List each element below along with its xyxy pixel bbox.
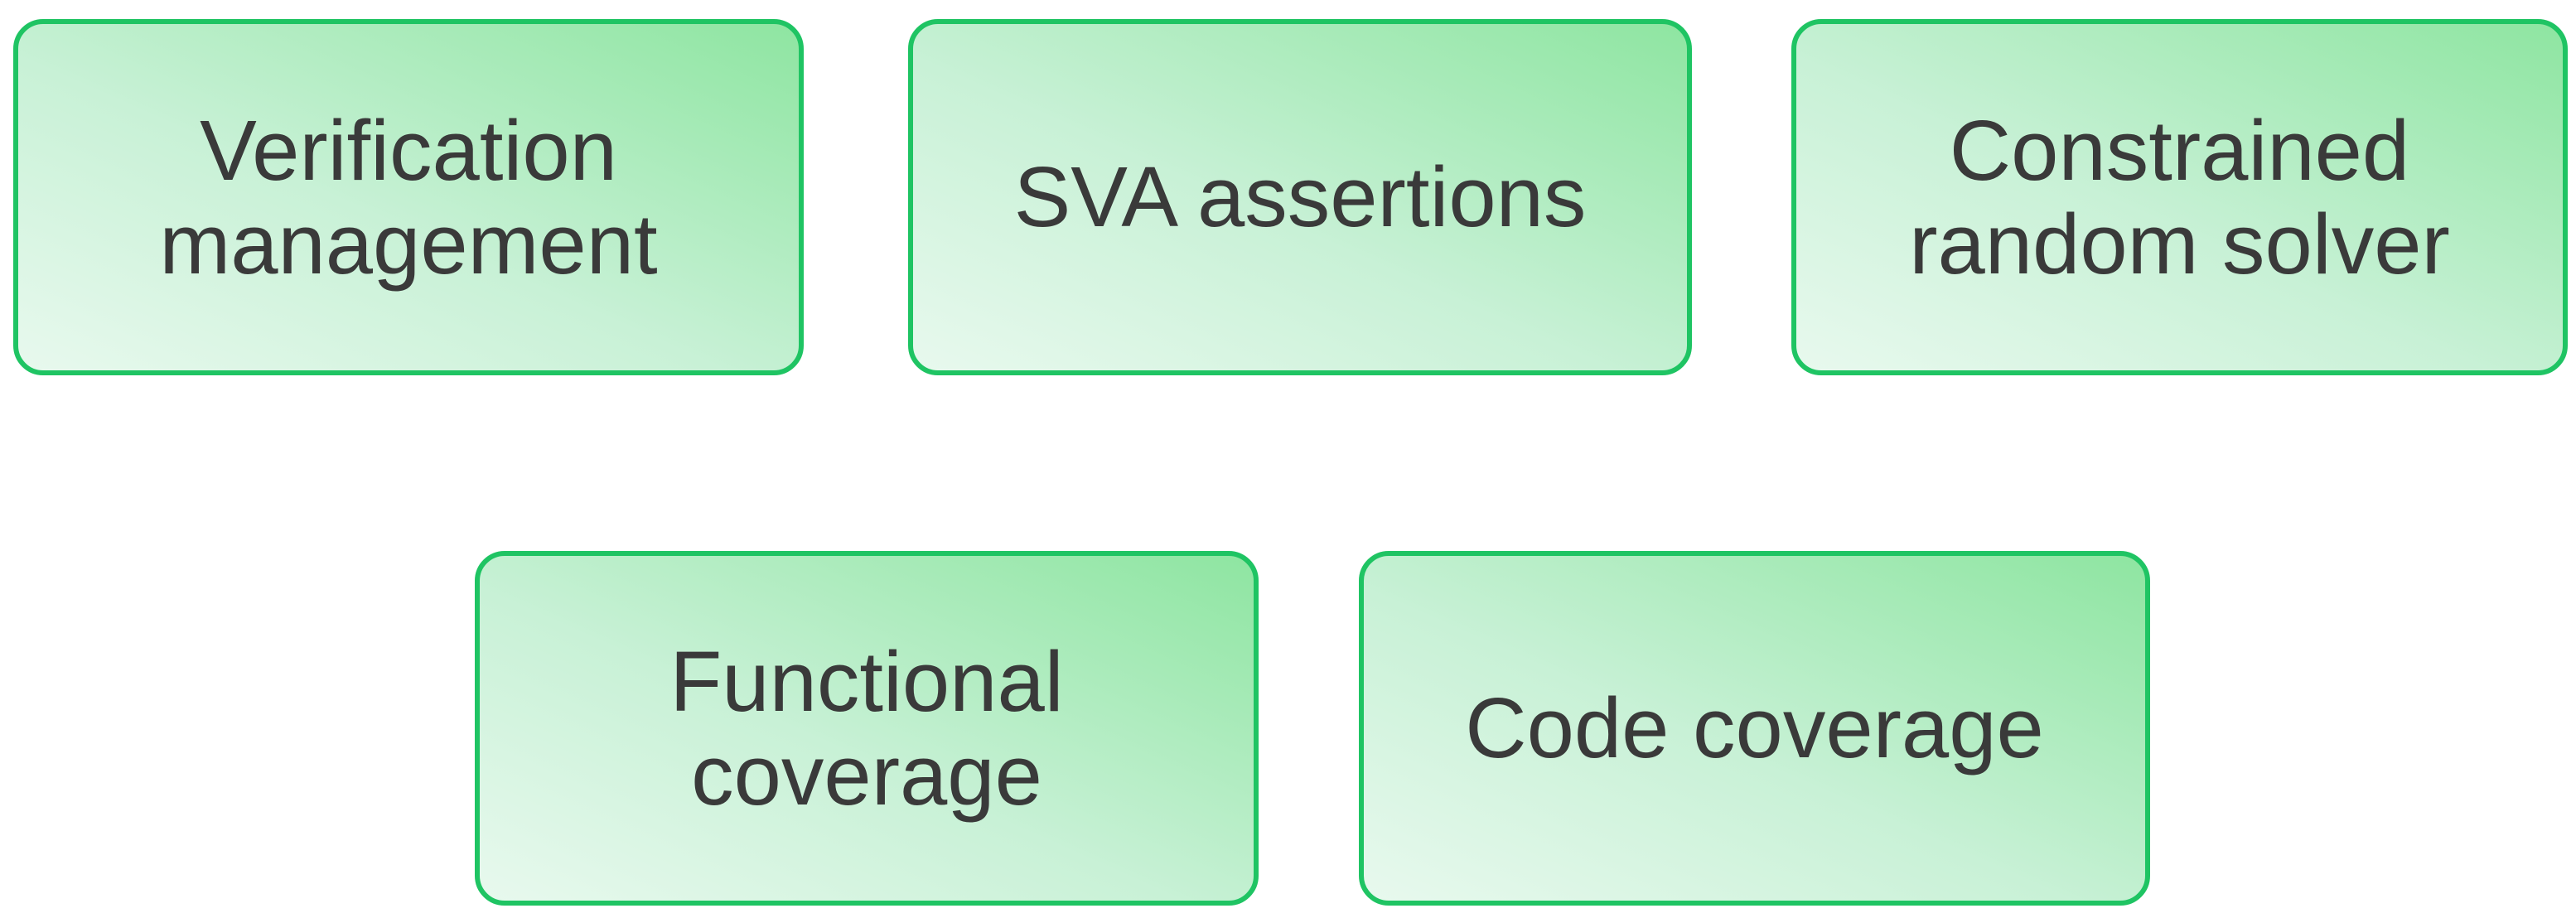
box-code-coverage-label: Code coverage xyxy=(1465,680,2044,776)
box-verification-management-label: Verification management xyxy=(159,102,658,292)
box-constrained-random-solver-label: Constrained random solver xyxy=(1909,102,2450,292)
box-functional-coverage: Functional coverage xyxy=(475,551,1259,906)
box-sva-assertions-label: SVA assertions xyxy=(1013,149,1587,245)
box-functional-coverage-label: Functional coverage xyxy=(669,633,1064,823)
box-code-coverage: Code coverage xyxy=(1359,551,2150,906)
box-verification-management: Verification management xyxy=(13,19,804,375)
box-sva-assertions: SVA assertions xyxy=(908,19,1692,375)
box-constrained-random-solver: Constrained random solver xyxy=(1791,19,2568,375)
